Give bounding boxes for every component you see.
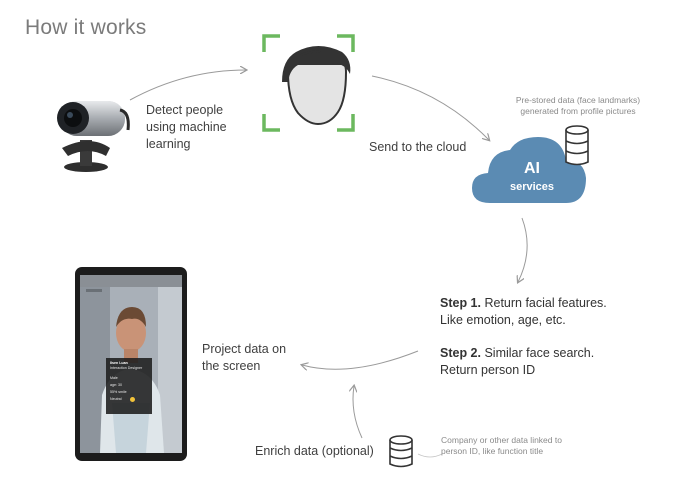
step1-bold: Step 1.: [440, 296, 481, 310]
step2-line-1: Step 2. Similar face search.: [440, 345, 594, 362]
detect-line-1: Detect people: [146, 103, 224, 117]
company-line-2: person ID, like function title: [441, 446, 544, 456]
arrow-project: [302, 350, 419, 369]
connector-company: [417, 453, 443, 458]
database-icon: [565, 125, 589, 166]
services-label: services: [509, 181, 555, 193]
detect-line-2: using machine: [146, 120, 227, 134]
arrow-enrich: [353, 386, 363, 439]
prestored-line-2: generated from profile pictures: [520, 106, 636, 116]
project-label: Project data on the screen: [202, 341, 286, 375]
face-frame-icon: [262, 34, 355, 132]
database-icon: [389, 435, 413, 468]
overlay-emotion: Neutral: [110, 397, 122, 401]
step1-line-1: Step 1. Return facial features.: [440, 295, 607, 312]
prestored-label: Pre-stored data (face landmarks) generat…: [503, 95, 653, 117]
webcam-icon: [57, 101, 130, 172]
prestored-line-1: Pre-stored data (face landmarks): [515, 95, 641, 105]
step2-rest: Similar face search.: [481, 346, 595, 360]
arrow-detect: [129, 70, 246, 101]
page-title: How it works: [25, 16, 147, 39]
overlay-smile: 55% smile: [110, 390, 127, 394]
arrow-send: [371, 75, 489, 140]
face-icon: [282, 46, 351, 126]
face-info-overlay: Ilsen Luan Interaction Designer Male age…: [106, 358, 152, 414]
company-label: Company or other data linked to person I…: [441, 435, 562, 457]
tablet-device: Ilsen Luan Interaction Designer Male age…: [75, 267, 187, 461]
detect-line-3: learning: [146, 137, 191, 151]
ai-label: AI: [524, 160, 540, 177]
detect-label: Detect people using machine learning: [146, 102, 227, 153]
overlay-name: Ilsen Luan: [110, 361, 128, 365]
overlay-gender: Male: [110, 376, 118, 380]
step2-bold: Step 2.: [440, 346, 481, 360]
project-line-1: Project data on: [202, 342, 287, 356]
send-label: Send to the cloud: [369, 140, 467, 154]
overlay-age: age: 30: [110, 383, 122, 387]
step1-rest: Return facial features.: [481, 296, 607, 310]
enrich-label: Enrich data (optional): [255, 444, 374, 458]
emoji-icon: [130, 396, 135, 402]
step1-text: Step 1. Return facial features. Like emo…: [440, 295, 607, 329]
project-line-2: the screen: [202, 359, 261, 373]
company-line-1: Company or other data linked to: [441, 435, 562, 445]
tablet-screen: Ilsen Luan Interaction Designer Male age…: [80, 275, 182, 453]
step2-line-2: Return person ID: [440, 363, 536, 377]
step1-line-2: Like emotion, age, etc.: [440, 313, 566, 327]
overlay-role: Interaction Designer: [110, 366, 143, 370]
step2-text: Step 2. Similar face search. Return pers…: [440, 345, 594, 379]
cloud-icon: [472, 137, 586, 203]
arrow-ai-steps: [518, 217, 528, 282]
